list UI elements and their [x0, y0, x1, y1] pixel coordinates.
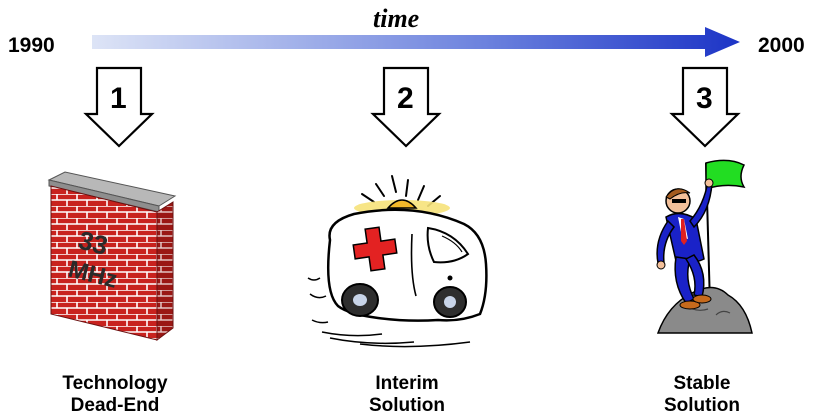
- step-2-number: 2: [397, 82, 414, 116]
- timeline-arrow: [0, 0, 822, 70]
- step-3-caption-line1: Stable: [612, 373, 792, 395]
- step-2-caption: Interim Solution: [317, 373, 497, 417]
- step-3-number: 3: [696, 82, 713, 116]
- step-1-caption-line1: Technology: [25, 373, 205, 395]
- step-1-caption-line2: Dead-End: [25, 395, 205, 417]
- step-1-caption: Technology Dead-End: [25, 373, 205, 417]
- step-1-number: 1: [110, 82, 127, 116]
- step-2-caption-line1: Interim: [317, 373, 497, 395]
- ambulance-icon: [300, 170, 500, 355]
- brick-wall-icon: 33 MHz: [35, 170, 195, 345]
- step-3-caption: Stable Solution: [612, 373, 792, 417]
- summit-flag-icon: [628, 155, 778, 340]
- step-2-caption-line2: Solution: [317, 395, 497, 417]
- step-3-caption-line2: Solution: [612, 395, 792, 417]
